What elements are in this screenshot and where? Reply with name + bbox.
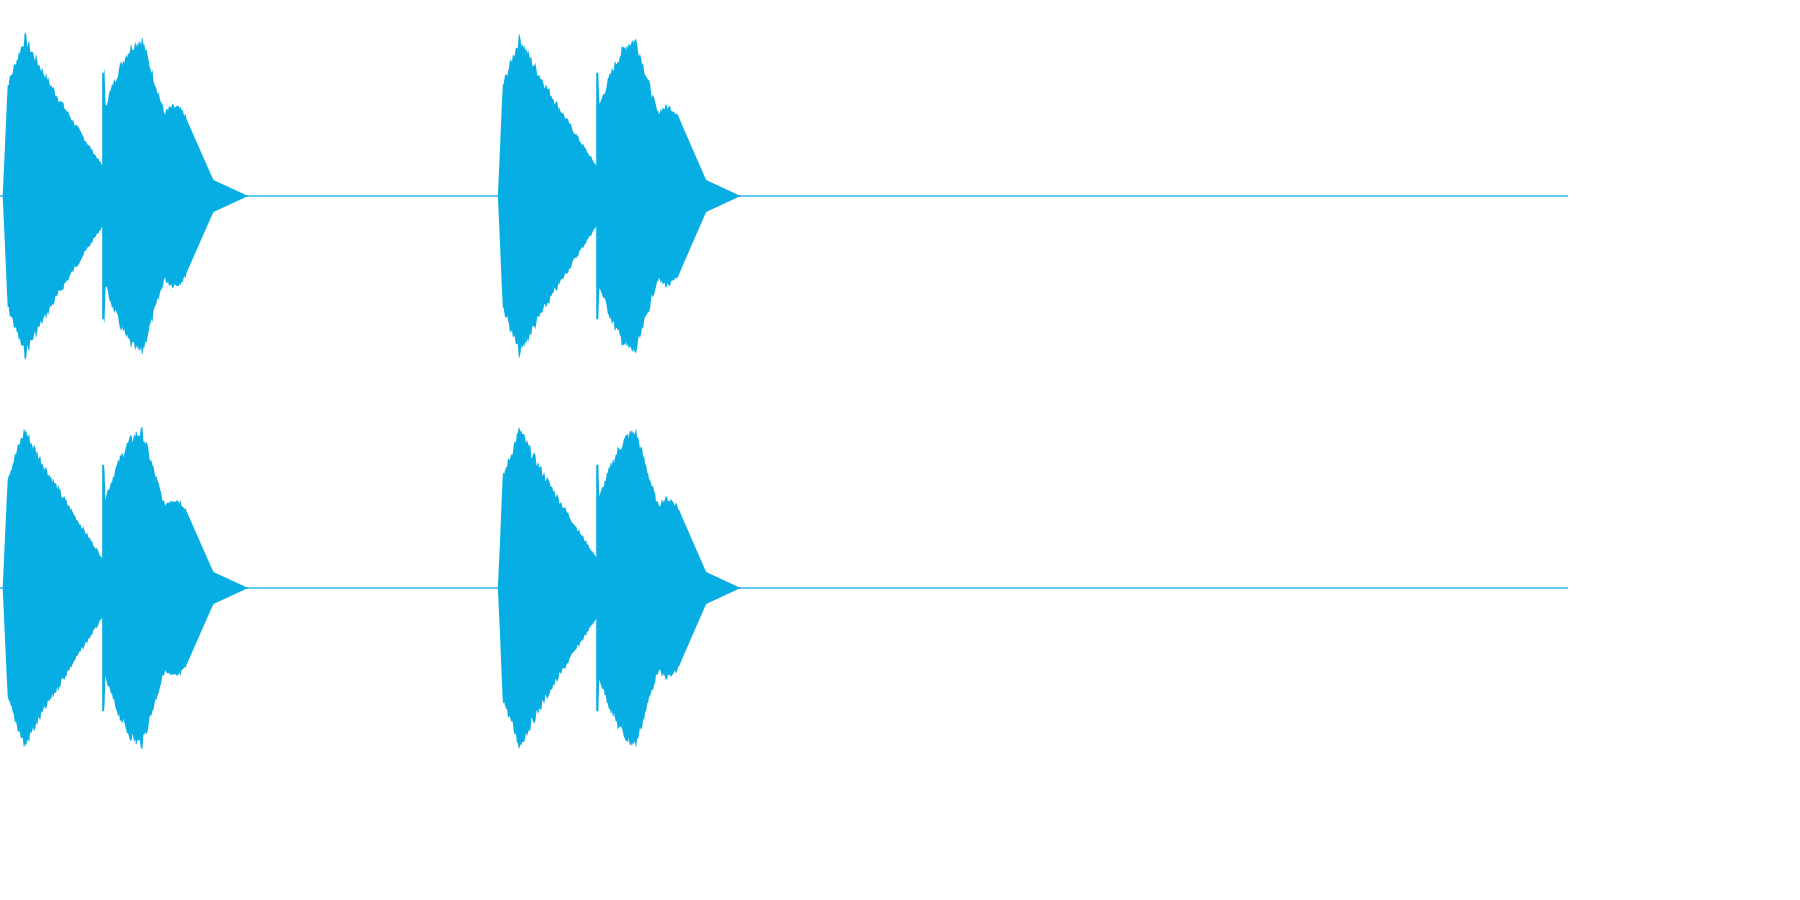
waveform-burst — [497, 427, 740, 749]
waveform-burst — [497, 34, 740, 358]
waveform-view — [0, 32, 1568, 749]
waveform-canvas — [0, 32, 1568, 749]
waveform-burst — [2, 427, 248, 749]
channel-1-waveform — [0, 32, 1568, 360]
waveform-burst — [2, 32, 248, 360]
channel-2-waveform — [0, 427, 1568, 749]
